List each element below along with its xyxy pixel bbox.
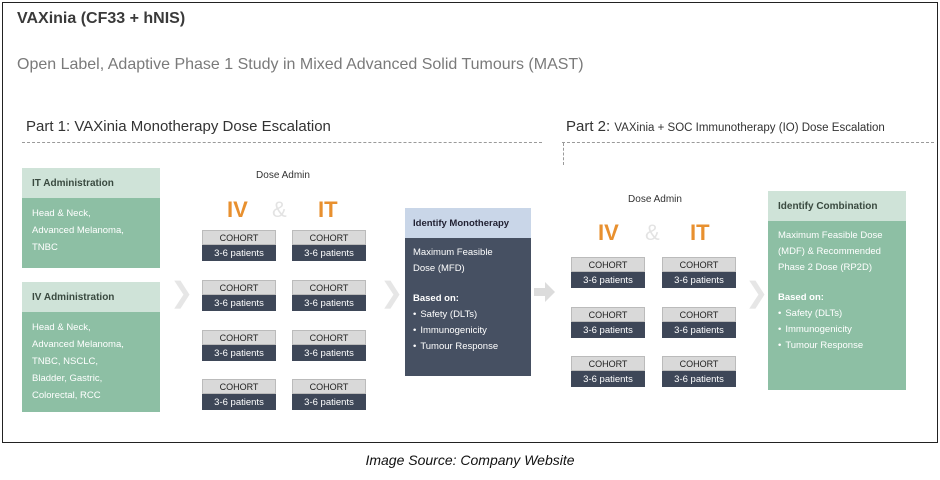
cohort-patients: 3-6 patients bbox=[292, 245, 366, 261]
iv-administration-line: Head & Neck, bbox=[32, 322, 91, 333]
identify-monotherapy-body: Maximum Feasible Dose (MFD) Based on: •S… bbox=[405, 238, 531, 362]
cohort-label: COHORT bbox=[202, 280, 276, 295]
cohort-patients: 3-6 patients bbox=[202, 394, 276, 410]
cohort-label: COHORT bbox=[202, 330, 276, 345]
part2-divider bbox=[562, 142, 934, 143]
part2-dose-admin-label: Dose Admin bbox=[628, 194, 682, 205]
cohort-label: COHORT bbox=[571, 356, 645, 371]
iv-administration-line: Bladder, Gastric, bbox=[32, 373, 103, 384]
combination-based-on: Based on: bbox=[778, 292, 824, 303]
it-administration-box: IT Administration Head & Neck, Advanced … bbox=[22, 168, 160, 268]
cohort-patients: 3-6 patients bbox=[202, 345, 276, 361]
part2-it-label: IT bbox=[690, 220, 710, 245]
chevron-right-icon: ❯ bbox=[380, 277, 404, 308]
part1-divider bbox=[22, 142, 542, 143]
cohort-patients: 3-6 patients bbox=[662, 322, 736, 338]
cohort-patients: 3-6 patients bbox=[202, 245, 276, 261]
identify-combination-heading: Identify Combination bbox=[768, 191, 906, 221]
part2-label: Part 2: VAXinia + SOC Immunotherapy (IO)… bbox=[566, 118, 885, 135]
part1-label: Part 1: VAXinia Monotherapy Dose Escalat… bbox=[26, 118, 331, 135]
it-administration-line: Advanced Melanoma, bbox=[32, 225, 124, 236]
part-separator bbox=[563, 143, 564, 165]
part1-iv-label: IV bbox=[227, 197, 248, 222]
cohort-label: COHORT bbox=[571, 257, 645, 272]
part2-label-text: VAXinia + SOC Immunotherapy (IO) Dose Es… bbox=[614, 122, 885, 134]
cohort-label: COHORT bbox=[662, 307, 736, 322]
it-administration-line: TNBC bbox=[32, 242, 58, 253]
diagram-subtitle: Open Label, Adaptive Phase 1 Study in Mi… bbox=[17, 56, 584, 73]
it-administration-heading: IT Administration bbox=[22, 168, 160, 198]
it-administration-line: Head & Neck, bbox=[32, 208, 91, 219]
chevron-right-icon: ❯ bbox=[170, 277, 194, 308]
cohort-patients: 3-6 patients bbox=[292, 345, 366, 361]
monotherapy-bullet: •Safety (DLTs) bbox=[413, 309, 478, 320]
cohort-label: COHORT bbox=[292, 379, 366, 394]
iv-administration-line: Colorectal, RCC bbox=[32, 390, 101, 401]
monotherapy-bullet: •Immunogenicity bbox=[413, 325, 487, 336]
combination-bullet: •Tumour Response bbox=[778, 340, 864, 351]
cohort-patients: 3-6 patients bbox=[202, 295, 276, 311]
monotherapy-line: Dose (MFD) bbox=[413, 263, 465, 274]
iv-administration-box: IV Administration Head & Neck, Advanced … bbox=[22, 282, 160, 412]
iv-administration-line: Advanced Melanoma, bbox=[32, 339, 124, 350]
arrow-right-icon bbox=[534, 282, 555, 302]
identify-combination-body: Maximum Feasible Dose (MDF) & Recommende… bbox=[768, 221, 906, 361]
cohort-patients: 3-6 patients bbox=[662, 371, 736, 387]
cohort-label: COHORT bbox=[292, 280, 366, 295]
it-administration-list: Head & Neck, Advanced Melanoma, TNBC bbox=[22, 198, 160, 263]
cohort-label: COHORT bbox=[662, 356, 736, 371]
combination-bullet: •Safety (DLTs) bbox=[778, 308, 843, 319]
diagram-title: VAXinia (CF33 + hNIS) bbox=[17, 10, 186, 27]
part2-iv-label: IV bbox=[598, 220, 619, 245]
monotherapy-line: Maximum Feasible bbox=[413, 247, 493, 258]
cohort-patients: 3-6 patients bbox=[571, 322, 645, 338]
cohort-patients: 3-6 patients bbox=[571, 272, 645, 288]
combination-line: Maximum Feasible Dose bbox=[778, 230, 883, 241]
part1-amp-label: & bbox=[272, 197, 287, 222]
cohort-label: COHORT bbox=[202, 230, 276, 245]
combination-line: Phase 2 Dose (RP2D) bbox=[778, 262, 872, 273]
part1-it-label: IT bbox=[318, 197, 338, 222]
cohort-label: COHORT bbox=[202, 379, 276, 394]
combination-bullet: •Immunogenicity bbox=[778, 324, 852, 335]
iv-administration-line: TNBC, NSCLC, bbox=[32, 356, 98, 367]
cohort-label: COHORT bbox=[662, 257, 736, 272]
iv-administration-list: Head & Neck, Advanced Melanoma, TNBC, NS… bbox=[22, 312, 160, 411]
cohort-label: COHORT bbox=[571, 307, 645, 322]
identify-monotherapy-box: Identify Monotherapy Maximum Feasible Do… bbox=[405, 208, 531, 376]
part1-dose-admin-label: Dose Admin bbox=[256, 170, 310, 181]
cohort-patients: 3-6 patients bbox=[292, 394, 366, 410]
identify-monotherapy-heading: Identify Monotherapy bbox=[405, 208, 531, 238]
cohort-label: COHORT bbox=[292, 330, 366, 345]
iv-administration-heading: IV Administration bbox=[22, 282, 160, 312]
monotherapy-based-on: Based on: bbox=[413, 293, 459, 304]
combination-line: (MDF) & Recommended bbox=[778, 246, 881, 257]
cohort-patients: 3-6 patients bbox=[292, 295, 366, 311]
cohort-patients: 3-6 patients bbox=[662, 272, 736, 288]
cohort-patients: 3-6 patients bbox=[571, 371, 645, 387]
identify-combination-box: Identify Combination Maximum Feasible Do… bbox=[768, 191, 906, 390]
chevron-right-icon: ❯ bbox=[745, 277, 769, 308]
monotherapy-bullet: •Tumour Response bbox=[413, 341, 499, 352]
part2-amp-label: & bbox=[645, 220, 660, 245]
cohort-label: COHORT bbox=[292, 230, 366, 245]
part2-label-prefix: Part 2: bbox=[566, 118, 611, 135]
image-source-caption: Image Source: Company Website bbox=[365, 452, 575, 468]
